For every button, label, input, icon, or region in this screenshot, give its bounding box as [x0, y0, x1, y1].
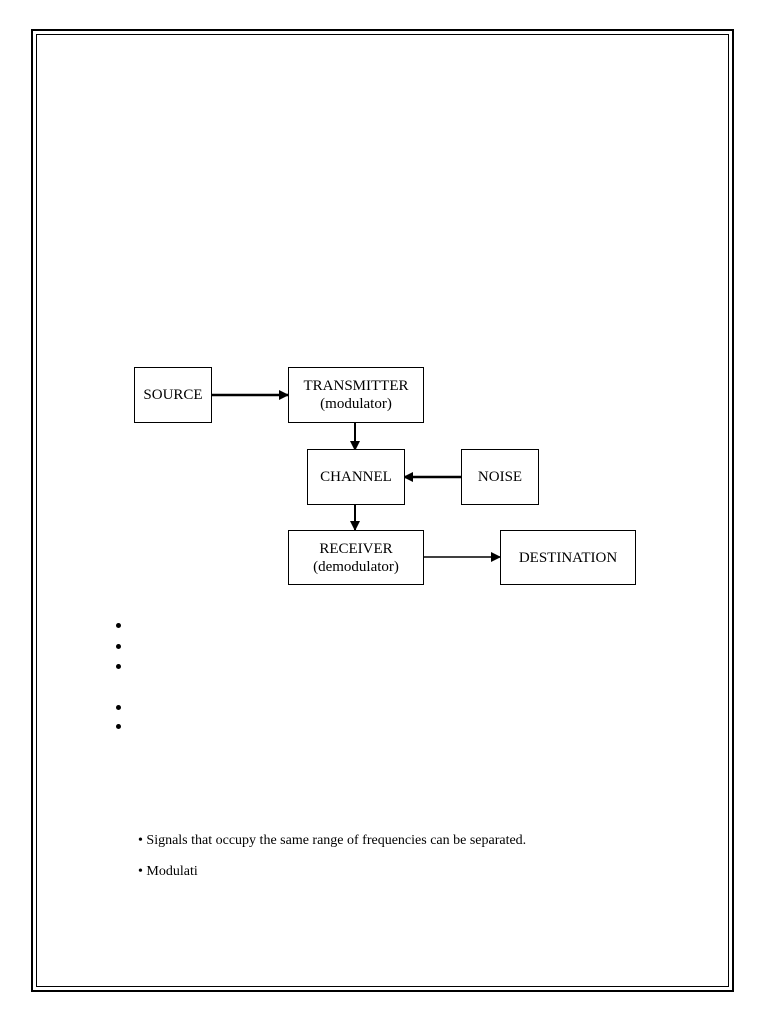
receiver-title: RECEIVER [319, 540, 393, 557]
noise-label: NOISE [477, 469, 523, 485]
page-border-outer [31, 29, 734, 992]
page-border-inner [36, 34, 729, 987]
source-label: SOURCE [143, 387, 203, 403]
channel-label: CHANNEL [320, 469, 392, 485]
transmitter-box: TRANSMITTER (modulator) [288, 367, 424, 423]
transmitter-title: TRANSMITTER [303, 378, 409, 394]
channel-box: CHANNEL [307, 449, 405, 505]
destination-label: DESTINATION [518, 549, 618, 566]
body-text-line-2: • Modulati [138, 864, 198, 879]
body-text-line-1: • Signals that occupy the same range of … [138, 833, 527, 848]
source-box: SOURCE [134, 367, 212, 423]
empty-bullet [116, 705, 121, 710]
empty-bullet [116, 664, 121, 669]
empty-bullet [116, 623, 121, 628]
empty-bullet [116, 724, 121, 729]
empty-bullet [116, 644, 121, 649]
destination-box: DESTINATION [500, 530, 636, 585]
noise-box: NOISE [461, 449, 539, 505]
transmitter-subtitle: (modulator) [320, 396, 392, 412]
receiver-subtitle: (demodulator) [313, 558, 399, 575]
receiver-box: RECEIVER (demodulator) [288, 530, 424, 585]
